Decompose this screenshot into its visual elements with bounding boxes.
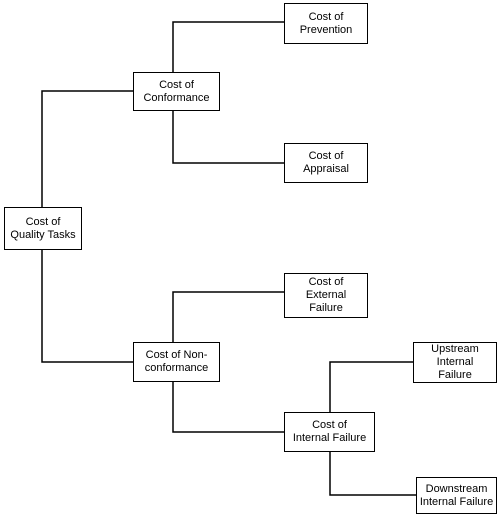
- node-downstream-internal-failure: Downstream Internal Failure: [416, 477, 497, 514]
- node-cost-of-prevention: Cost of Prevention: [284, 3, 368, 44]
- node-cost-of-internal-failure: Cost of Internal Failure: [284, 412, 375, 452]
- connector-nonconformance-to-external: [172, 291, 284, 342]
- node-upstream-internal-failure: Upstream Internal Failure: [413, 342, 497, 383]
- node-cost-of-external-failure: Cost of External Failure: [284, 273, 368, 318]
- connector-nonconformance-to-internal: [172, 382, 284, 433]
- node-cost-of-appraisal: Cost of Appraisal: [284, 143, 368, 183]
- node-cost-of-quality-tasks: Cost of Quality Tasks: [4, 207, 82, 250]
- connector-conformance-to-prevention: [172, 21, 284, 72]
- connector-root-to-conformance: [41, 90, 133, 207]
- node-cost-of-conformance: Cost of Conformance: [133, 72, 220, 111]
- connector-root-to-nonconformance: [41, 250, 133, 363]
- node-cost-of-nonconformance: Cost of Non- conformance: [133, 342, 220, 382]
- connector-conformance-to-appraisal: [172, 111, 284, 164]
- connector-internal-to-downstream: [329, 452, 416, 496]
- connector-internal-to-upstream: [329, 361, 413, 412]
